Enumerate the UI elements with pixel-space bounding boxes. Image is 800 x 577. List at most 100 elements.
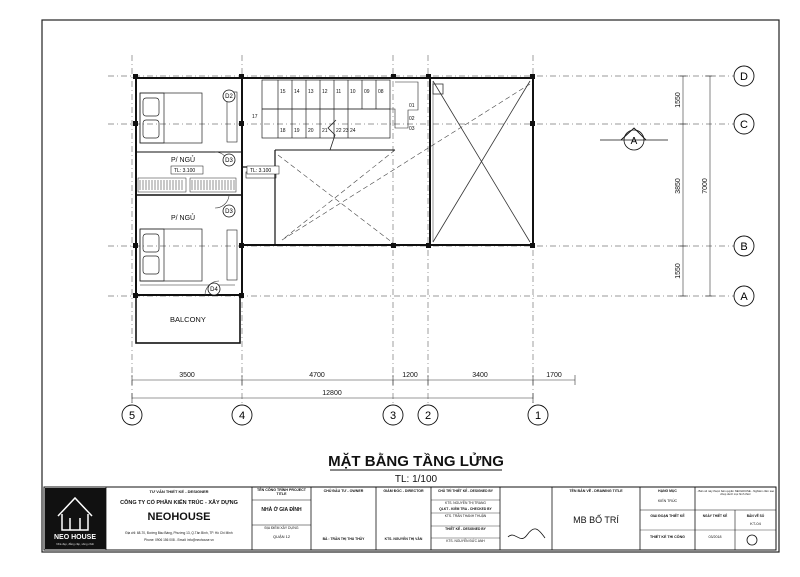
svg-text:3850: 3850 <box>675 178 682 194</box>
stair-step-numbers: 15 14 13 12 11 10 09 08 18 19 20 21 22 2… <box>252 89 415 134</box>
discipline-label: HẠNG MỤC <box>658 489 677 493</box>
code-value: 03/2018 <box>708 535 722 539</box>
company-name: NEOHOUSE <box>147 511 211 523</box>
logo-tagline: Nhà đẹp, đẳng cấp, sống chất <box>56 541 94 546</box>
svg-text:4: 4 <box>239 410 245 422</box>
checker-label: QLKT - KIỂM TRA - CHECKED BY <box>439 507 492 511</box>
svg-text:TL: 3.100: TL: 3.100 <box>250 168 271 174</box>
owner-value: BÀ : TRẦN THỊ THU THỦY <box>322 537 365 541</box>
svg-text:5: 5 <box>129 410 135 422</box>
project-name: NHÀ Ở GIA ĐÌNH <box>261 507 302 513</box>
svg-text:09: 09 <box>364 89 370 95</box>
svg-text:15: 15 <box>280 89 286 95</box>
svg-text:D3: D3 <box>225 158 233 164</box>
opening-diagonals <box>277 83 531 244</box>
svg-text:1: 1 <box>535 410 541 422</box>
svg-text:D4: D4 <box>210 287 218 293</box>
svg-text:18: 18 <box>280 128 286 134</box>
svg-text:03: 03 <box>409 126 415 132</box>
grid-bubble-4 <box>231 404 253 426</box>
drawn-label: THIẾT KẾ - DESIGNED BY <box>445 527 486 531</box>
grid-bubbles-letters: D C B A <box>733 65 755 307</box>
stamp-mark <box>746 534 758 546</box>
grid-bubble-3 <box>382 404 404 426</box>
svg-text:22: 22 <box>336 128 342 134</box>
svg-text:12: 12 <box>322 89 328 95</box>
svg-text:1550: 1550 <box>675 92 682 108</box>
grid-bubble-b <box>733 235 755 257</box>
svg-text:C: C <box>740 119 748 131</box>
room-labels: P/ NGỦ P/ NGỦ BALCONY <box>170 155 206 324</box>
sheet-title-label: TÊN BẢN VẼ - DRAWING TITLE <box>569 489 623 493</box>
company-line: CÔNG TY CỔ PHẦN KIẾN TRÚC - XÂY DỰNG <box>120 500 238 506</box>
void-marks <box>432 80 531 243</box>
svg-text:24: 24 <box>350 128 356 134</box>
discipline-value: KIẾN TRÚC <box>657 499 678 503</box>
project-label: TÊN CÔNG TRÌNH PROJECT TITLE <box>257 488 306 496</box>
svg-text:08: 08 <box>378 89 384 95</box>
shelves <box>226 91 277 281</box>
bed-upper <box>139 92 203 144</box>
svg-text:02: 02 <box>409 116 415 122</box>
svg-text:D: D <box>740 71 748 83</box>
svg-text:11: 11 <box>336 89 341 95</box>
notes: - Bản vẽ này thuộc bản quyền NEOHOUSE - … <box>696 489 775 497</box>
consultant-label: TƯ VẤN THIẾT KẾ - DESIGNER <box>149 489 209 494</box>
columns <box>133 74 535 298</box>
door-tag-d3b <box>222 204 236 218</box>
door-tag-d2 <box>222 89 236 103</box>
svg-text:10: 10 <box>350 89 356 95</box>
door-tag-d4 <box>207 282 221 296</box>
svg-text:3500: 3500 <box>179 372 195 379</box>
svg-text:D3: D3 <box>225 209 233 215</box>
company-address: Địa chỉ: 68-70, Đường Bàu Bàng, Phường 1… <box>125 531 233 535</box>
svg-text:17: 17 <box>252 114 258 120</box>
wardrobes <box>137 177 237 286</box>
designer-label: CHỦ TRÌ THIẾT KẾ - DESIGNED BY <box>438 489 493 493</box>
svg-text:3: 3 <box>390 410 396 422</box>
grid-bubble-a <box>733 285 755 307</box>
door-swings <box>204 151 230 296</box>
drawing-scale: TL: 1/100 <box>395 474 438 485</box>
dims-right <box>678 75 715 297</box>
dim-text-right: 1550 3850 1550 7000 <box>675 92 709 279</box>
svg-text:19: 19 <box>294 128 300 134</box>
stair <box>261 79 419 151</box>
grid-bubble-d <box>733 65 755 87</box>
date-label: NGÀY THIẾT KẾ <box>702 514 728 518</box>
sheet-border <box>41 19 780 553</box>
svg-text:20: 20 <box>308 128 314 134</box>
svg-text:12800: 12800 <box>322 390 342 397</box>
section-mark: A <box>600 127 668 151</box>
door-tags: D2 D3 D3 D4 <box>207 89 236 296</box>
svg-text:3400: 3400 <box>472 372 488 379</box>
dims-bottom <box>131 375 576 403</box>
svg-text:13: 13 <box>308 89 314 95</box>
phase-value: THIẾT KẾ THI CÔNG <box>650 535 685 539</box>
svg-text:A: A <box>631 136 638 147</box>
drawing-title: MẶT BẰNG TẦNG LỬNG <box>328 452 504 470</box>
designer-value: KTS. NGUYỄN THỊ TRANG <box>445 501 486 505</box>
grid-bubble-5 <box>121 404 143 426</box>
room-label-bedroom-lower: P/ NGỦ <box>171 213 195 222</box>
sheet-no-label: BẢN VẼ SỐ <box>746 514 765 518</box>
walls <box>135 77 534 344</box>
director-label: GIÁM ĐỐC - DIRECTOR <box>383 489 424 493</box>
svg-text:4700: 4700 <box>309 372 325 379</box>
svg-text:21: 21 <box>322 128 328 134</box>
svg-text:01: 01 <box>409 103 415 109</box>
svg-text:D2: D2 <box>225 94 233 100</box>
svg-text:1700: 1700 <box>546 372 562 379</box>
drawn-value: KTS. NGUYỄN ĐỨC ANH <box>446 539 485 543</box>
owner-label: CHỦ ĐẦU TƯ - OWNER <box>323 489 364 493</box>
svg-text:7000: 7000 <box>702 178 709 194</box>
location-value: QUẬN 12 <box>272 534 291 539</box>
company-contact: Phone: 0906 156 008 - Email: info@neohou… <box>144 538 214 542</box>
svg-text:23: 23 <box>343 128 349 134</box>
logo-text: NEO HOUSE <box>54 534 96 541</box>
phase-label: GIAI ĐOẠN THIẾT KẾ <box>650 514 685 518</box>
svg-text:2: 2 <box>425 410 431 422</box>
grid-bubble-2 <box>417 404 439 426</box>
